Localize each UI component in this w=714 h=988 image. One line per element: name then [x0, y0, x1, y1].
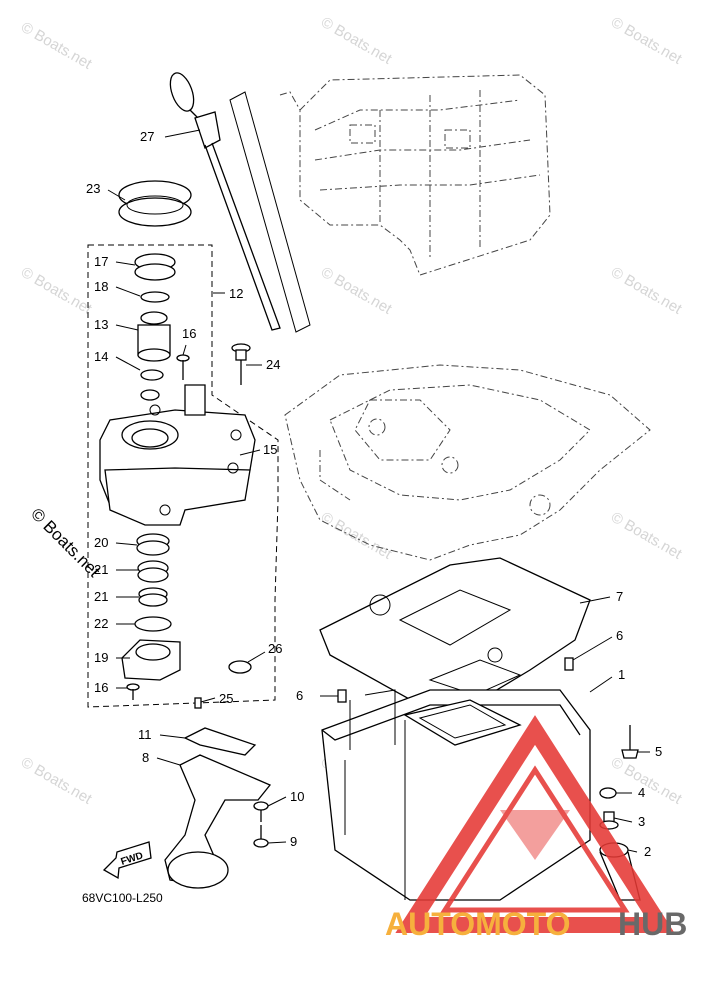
callout-25: 25 — [219, 691, 233, 706]
callout-26: 26 — [268, 641, 282, 656]
callout-15: 15 — [263, 442, 277, 457]
gasket-11 — [183, 727, 257, 756]
watermark: © Boats.net — [18, 754, 95, 808]
screw-16-lower — [126, 683, 140, 700]
pin-25 — [194, 697, 202, 709]
leader-lines — [107, 129, 650, 853]
watermark: © Boats.net — [608, 264, 685, 318]
engine-block-ghost — [279, 74, 551, 276]
automotohub-logo: AUTOMOTO HUB — [385, 715, 687, 942]
callout-13: 13 — [94, 317, 108, 332]
watermark: © Boats.net — [318, 264, 395, 318]
callout-22: 22 — [94, 616, 108, 631]
bolt-9 — [253, 825, 269, 848]
watermark: © Boats.net — [608, 754, 685, 808]
callout-3: 3 — [638, 814, 645, 829]
callout-8: 8 — [142, 750, 149, 765]
bolt-10 — [253, 801, 269, 822]
fwd-arrow-icon: FWD — [102, 841, 152, 880]
seal-17 — [134, 253, 176, 281]
dipstick — [169, 72, 311, 333]
watermark: © Boats.net — [608, 509, 685, 563]
bolt-24 — [231, 343, 251, 385]
callout-6-right: 6 — [616, 628, 623, 643]
seal-20 — [136, 533, 170, 556]
watermarks: © Boats.net © Boats.net © Boats.net © Bo… — [18, 14, 685, 808]
strainer-8 — [164, 754, 272, 889]
screw-16 — [176, 354, 190, 380]
o-ring-18 — [140, 291, 170, 303]
o-ring-22 — [134, 616, 172, 632]
callout-23: 23 — [86, 181, 100, 196]
callout-27: 27 — [140, 129, 154, 144]
seal-21-upper — [137, 560, 169, 583]
pump-housing-15 — [99, 384, 256, 526]
watermark: © Boats.net — [318, 14, 395, 68]
callout-4: 4 — [638, 785, 645, 800]
cover-19 — [121, 639, 181, 681]
callout-10: 10 — [290, 789, 304, 804]
callout-21-lower: 21 — [94, 589, 108, 604]
pin-6-left — [337, 689, 347, 703]
o-ring-14 — [140, 369, 164, 381]
exhaust-guide-ghost — [284, 364, 651, 561]
callout-24: 24 — [266, 357, 280, 372]
callout-2: 2 — [644, 844, 651, 859]
callout-16-upper: 16 — [182, 326, 196, 341]
pin-6-right — [564, 657, 574, 671]
callout-19: 19 — [94, 650, 108, 665]
callout-16-lower: 16 — [94, 680, 108, 695]
seal-21-lower — [138, 587, 168, 607]
callout-18: 18 — [94, 279, 108, 294]
callout-21-upper: 21 — [94, 562, 108, 577]
gasket-7 — [319, 557, 591, 706]
washer-4 — [599, 787, 617, 799]
callout-17: 17 — [94, 254, 108, 269]
brand-name-part1: AUTOMOTO — [385, 906, 570, 942]
o-ring-26 — [228, 660, 252, 674]
bolt-5 — [621, 725, 639, 759]
callout-7: 7 — [616, 589, 623, 604]
bushing-13 — [137, 311, 171, 362]
watermark: © Boats.net — [18, 264, 95, 318]
watermark: © Boats.net — [608, 14, 685, 68]
callout-20: 20 — [94, 535, 108, 550]
brand-name-part2: HUB — [618, 906, 687, 942]
callout-6-left: 6 — [296, 688, 303, 703]
watermark: © Boats.net — [18, 19, 95, 73]
callout-5: 5 — [655, 744, 662, 759]
callout-14: 14 — [94, 349, 108, 364]
callout-9: 9 — [290, 834, 297, 849]
callout-1: 1 — [618, 667, 625, 682]
pump-assembly-box — [87, 244, 279, 708]
diagram-code: 68VC100-L250 — [82, 891, 163, 905]
callouts: 27 23 17 18 12 13 16 14 24 15 20 21 21 2… — [86, 129, 662, 859]
callout-11: 11 — [138, 727, 152, 742]
callout-12: 12 — [229, 286, 243, 301]
seal-23 — [118, 180, 192, 227]
side-watermark: © Boats.net — [27, 504, 104, 581]
watermark: © Boats.net — [318, 509, 395, 563]
